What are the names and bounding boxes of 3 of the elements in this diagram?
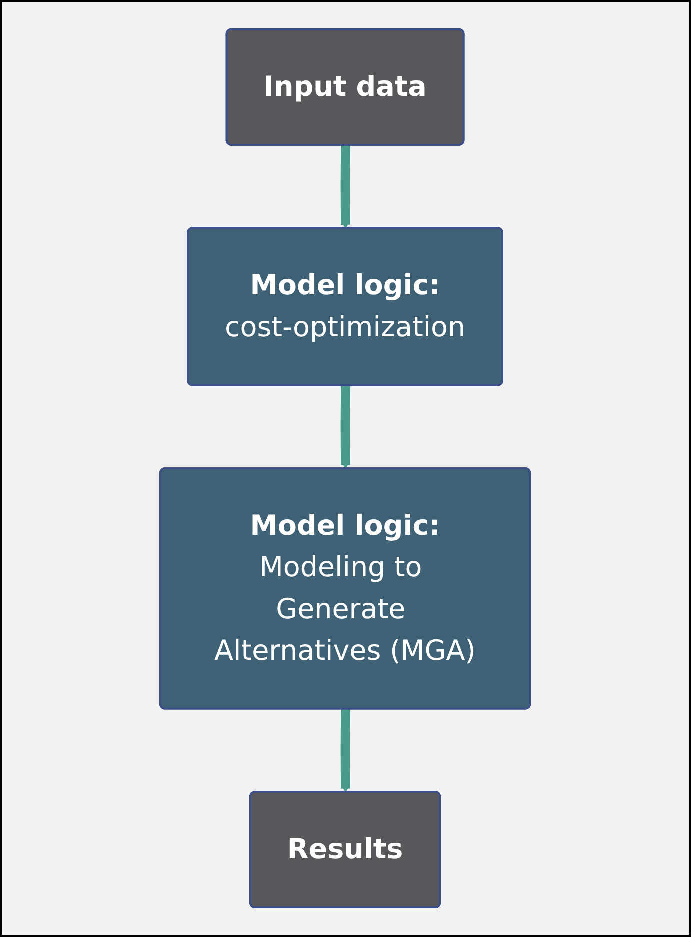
arrow <box>341 145 351 229</box>
arrow <box>341 709 351 793</box>
arrow <box>341 386 351 470</box>
